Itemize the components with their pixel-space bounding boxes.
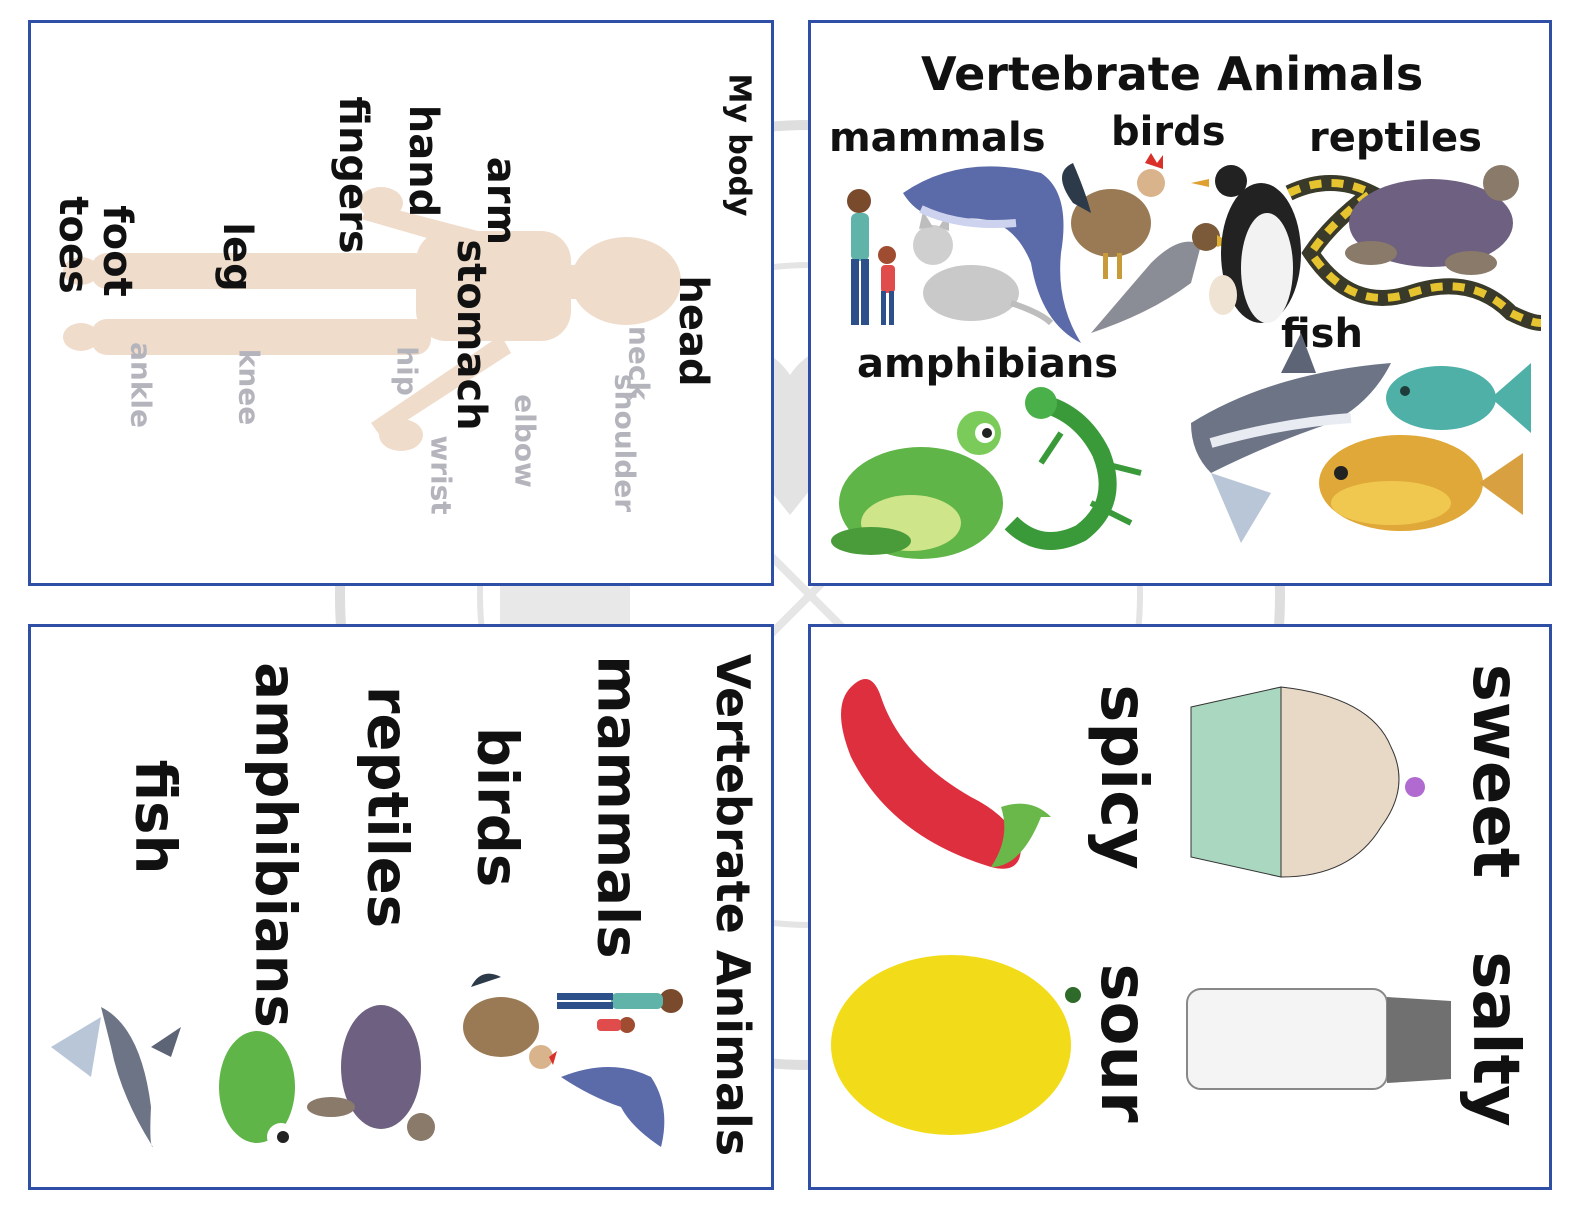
label-fingers: fingers bbox=[330, 96, 376, 254]
group-reptiles: reptiles bbox=[1309, 115, 1482, 161]
family-illustration bbox=[847, 189, 896, 325]
shark-illustration bbox=[1191, 333, 1391, 543]
label-knee: knee bbox=[232, 348, 266, 426]
group-birds: birds bbox=[1111, 109, 1226, 155]
back-animal-illustrations bbox=[51, 973, 683, 1151]
label-arm: arm bbox=[478, 156, 524, 246]
penguin-illustration bbox=[1191, 165, 1301, 323]
lizard-illustration bbox=[1004, 387, 1142, 550]
label-toes: toes bbox=[50, 196, 96, 294]
turtle-illustration bbox=[1345, 165, 1519, 275]
group-amphibians: amphibians bbox=[857, 341, 1119, 387]
bluegill-fish-illustration bbox=[1319, 435, 1523, 531]
frog-illustration bbox=[831, 411, 1003, 559]
label-head: head bbox=[670, 275, 716, 387]
label-stomach: stomach bbox=[448, 239, 494, 431]
back-rooster-illustration bbox=[463, 973, 557, 1069]
back-frog-illustration bbox=[219, 1031, 295, 1151]
group-mammals: mammals bbox=[829, 115, 1046, 161]
lemon-illustration bbox=[831, 955, 1081, 1135]
my-body-title: My body bbox=[721, 73, 757, 217]
chili-pepper-illustration bbox=[841, 679, 1051, 869]
label-shoulder: shoulder bbox=[608, 373, 642, 513]
rooster-illustration bbox=[1062, 153, 1165, 279]
cat-illustration bbox=[913, 211, 1054, 326]
back-family-illustration bbox=[557, 989, 683, 1033]
cupcake-illustration bbox=[1190, 686, 1425, 878]
body-figure bbox=[63, 187, 681, 451]
label-leg: leg bbox=[214, 222, 260, 292]
card-vertebrate-front: Vertebrate Animals mammals birds reptile… bbox=[808, 20, 1552, 586]
card-vertebrate-back: Vertebrate Animals mammals birds reptile… bbox=[28, 624, 774, 1190]
back-turtle-illustration bbox=[307, 1005, 435, 1141]
label-wrist: wrist bbox=[424, 435, 458, 515]
teal-fish-illustration bbox=[1386, 363, 1531, 433]
eagle-illustration bbox=[1091, 223, 1231, 333]
card-my-body: My body head arm stomach hand fingers le… bbox=[28, 20, 774, 586]
animal-illustrations bbox=[831, 153, 1542, 559]
back-dolphin-illustration bbox=[561, 1067, 665, 1147]
label-foot: foot bbox=[94, 205, 140, 297]
label-ankle: ankle bbox=[124, 341, 158, 429]
snake-illustration bbox=[1285, 175, 1542, 331]
card-tastes: sweet spicy salty sour bbox=[808, 624, 1552, 1190]
taste-illustrations bbox=[831, 679, 1451, 1135]
label-hip: hip bbox=[390, 346, 424, 396]
back-shark-illustration bbox=[51, 1007, 181, 1147]
salt-shaker-illustration bbox=[1186, 988, 1451, 1090]
label-elbow: elbow bbox=[508, 394, 542, 488]
label-hand: hand bbox=[400, 104, 446, 218]
dolphin-illustration bbox=[903, 166, 1081, 343]
vertebrate-front-title: Vertebrate Animals bbox=[921, 47, 1424, 101]
